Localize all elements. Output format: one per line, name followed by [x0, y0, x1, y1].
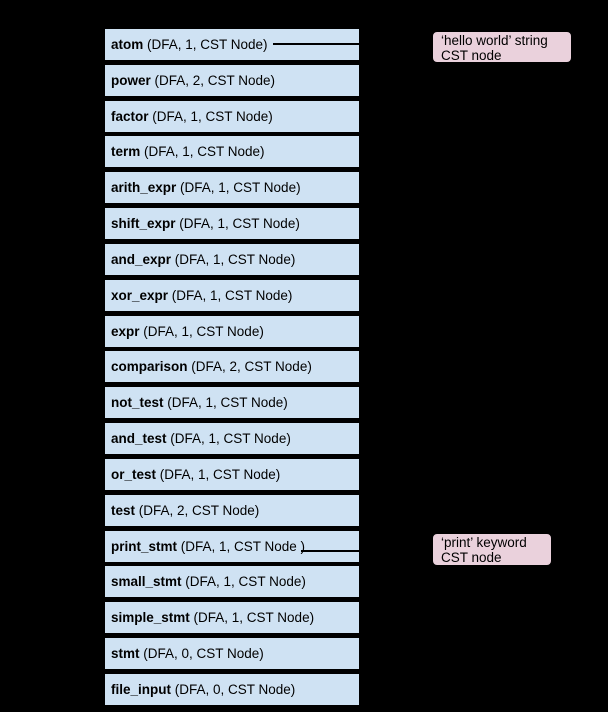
rule-name: expr	[111, 323, 140, 339]
stack-row-not_test: not_test (DFA, 1, CST Node)	[103, 385, 361, 421]
stack-row-label: not_test (DFA, 1, CST Node)	[111, 395, 288, 410]
stack-row-label: test (DFA, 2, CST Node)	[111, 503, 259, 518]
stack-row-label: simple_stmt (DFA, 1, CST Node)	[111, 610, 314, 625]
stack-row-xor_expr: xor_expr (DFA, 1, CST Node)	[103, 277, 361, 313]
rule-name: and_test	[111, 431, 167, 447]
rule-name: stmt	[111, 646, 140, 662]
rule-name: test	[111, 502, 136, 518]
rule-name: shift_expr	[111, 216, 176, 232]
stack-row-print_stmt: print_stmt (DFA, 1, CST Node )	[103, 528, 361, 564]
rule-info: (DFA, 1, CST Node)	[181, 574, 306, 590]
stack-row-label: expr (DFA, 1, CST Node)	[111, 324, 264, 339]
stack-row-comparison: comparison (DFA, 2, CST Node)	[103, 349, 361, 385]
stack-row-file_input: file_input (DFA, 0, CST Node)	[103, 671, 361, 707]
connector-line-atom-to-hello-world-callout	[273, 43, 433, 45]
rule-info: (DFA, 1, CST Node)	[166, 431, 291, 447]
stack-row-simple_stmt: simple_stmt (DFA, 1, CST Node)	[103, 600, 361, 636]
stack-row-shift_expr: shift_expr (DFA, 1, CST Node)	[103, 206, 361, 242]
stack-row-label: arith_expr (DFA, 1, CST Node)	[111, 180, 301, 195]
stack-row-expr: expr (DFA, 1, CST Node)	[103, 313, 361, 349]
rule-info: (DFA, 1, CST Node)	[143, 37, 268, 52]
stack-row-label: or_test (DFA, 1, CST Node)	[111, 467, 280, 482]
stack-row-label: print_stmt (DFA, 1, CST Node )	[111, 539, 305, 554]
rule-info: (DFA, 1, CST Node)	[148, 108, 273, 124]
rule-name: and_expr	[111, 251, 172, 267]
rule-info: (DFA, 0, CST Node)	[171, 681, 296, 697]
rule-name: xor_expr	[111, 287, 169, 303]
callout-text-line: CST node	[441, 550, 502, 565]
stack-row-factor: factor (DFA, 1, CST Node)	[103, 98, 361, 134]
parser-stack: atom (DFA, 1, CST Node) power (DFA, 2, CS…	[103, 27, 361, 707]
rule-name: small_stmt	[111, 574, 182, 590]
rule-name: file_input	[111, 681, 171, 697]
rule-info: (DFA, 1, CST Node)	[171, 251, 296, 267]
stack-row-stmt: stmt (DFA, 0, CST Node)	[103, 636, 361, 672]
stack-row-label: atom (DFA, 1, CST Node)	[111, 37, 268, 52]
rule-name: or_test	[111, 466, 157, 482]
stack-row-label: and_test (DFA, 1, CST Node)	[111, 431, 291, 446]
stack-row-label: factor (DFA, 1, CST Node)	[111, 109, 273, 124]
rule-info: (DFA, 0, CST Node)	[139, 646, 264, 662]
rule-info: (DFA, 1, CST Node)	[189, 610, 315, 626]
callout-hello-world-string-cst-node: ‘hello world’ string CST node	[432, 31, 572, 63]
stack-row-label: and_expr (DFA, 1, CST Node)	[111, 252, 295, 267]
rule-info: (DFA, 1, CST Node)	[139, 323, 264, 339]
rule-info: (DFA, 1, CST Node)	[168, 287, 293, 303]
rule-info: (DFA, 2, CST Node)	[150, 72, 276, 88]
rule-info: (DFA, 1, CST Node)	[140, 144, 265, 160]
callout-text-line: ‘hello world’ string	[441, 33, 548, 48]
stack-row-label: small_stmt (DFA, 1, CST Node)	[111, 574, 306, 589]
stack-row-label: xor_expr (DFA, 1, CST Node)	[111, 288, 292, 303]
callout-text-line: ‘print’ keyword	[441, 535, 527, 550]
rule-info: (DFA, 1, CST Node)	[175, 216, 300, 232]
rule-name: atom	[111, 37, 144, 52]
stack-row-label: comparison (DFA, 2, CST Node)	[111, 359, 312, 374]
rule-name: not_test	[111, 395, 164, 411]
rule-info: (DFA, 1, CST Node )	[177, 538, 306, 554]
stack-row-arith_expr: arith_expr (DFA, 1, CST Node)	[103, 170, 361, 206]
rule-info: (DFA, 1, CST Node)	[176, 180, 301, 196]
rule-name: comparison	[111, 359, 188, 375]
rule-info: (DFA, 1, CST Node)	[163, 395, 288, 411]
rule-name: factor	[111, 108, 149, 124]
stack-row-and_expr: and_expr (DFA, 1, CST Node)	[103, 241, 361, 277]
stack-row-label: file_input (DFA, 0, CST Node)	[111, 682, 295, 697]
stack-row-label: power (DFA, 2, CST Node)	[111, 73, 275, 88]
rule-name: print_stmt	[111, 538, 178, 554]
stack-row-and_test: and_test (DFA, 1, CST Node)	[103, 421, 361, 457]
rule-info: (DFA, 1, CST Node)	[156, 466, 281, 482]
stack-row-label: term (DFA, 1, CST Node)	[111, 144, 265, 159]
rule-info: (DFA, 2, CST Node)	[187, 359, 312, 375]
connector-line-print-stmt-to-print-callout	[301, 550, 433, 552]
rule-name: simple_stmt	[111, 610, 190, 626]
rule-name: term	[111, 144, 141, 160]
stack-row-term: term (DFA, 1, CST Node)	[103, 134, 361, 170]
callout-text-line: CST node	[441, 48, 502, 63]
stack-row-label: stmt (DFA, 0, CST Node)	[111, 646, 264, 661]
rule-name: arith_expr	[111, 180, 177, 196]
callout-print-keyword-cst-node: ‘print’ keyword CST node	[432, 533, 552, 566]
rule-info: (DFA, 2, CST Node)	[135, 502, 260, 518]
stack-row-test: test (DFA, 2, CST Node)	[103, 492, 361, 528]
stack-row-small_stmt: small_stmt (DFA, 1, CST Node)	[103, 564, 361, 600]
stack-row-or_test: or_test (DFA, 1, CST Node)	[103, 456, 361, 492]
stack-row-label: shift_expr (DFA, 1, CST Node)	[111, 216, 300, 231]
stack-row-power: power (DFA, 2, CST Node)	[103, 62, 361, 98]
rule-name: power	[111, 72, 151, 88]
